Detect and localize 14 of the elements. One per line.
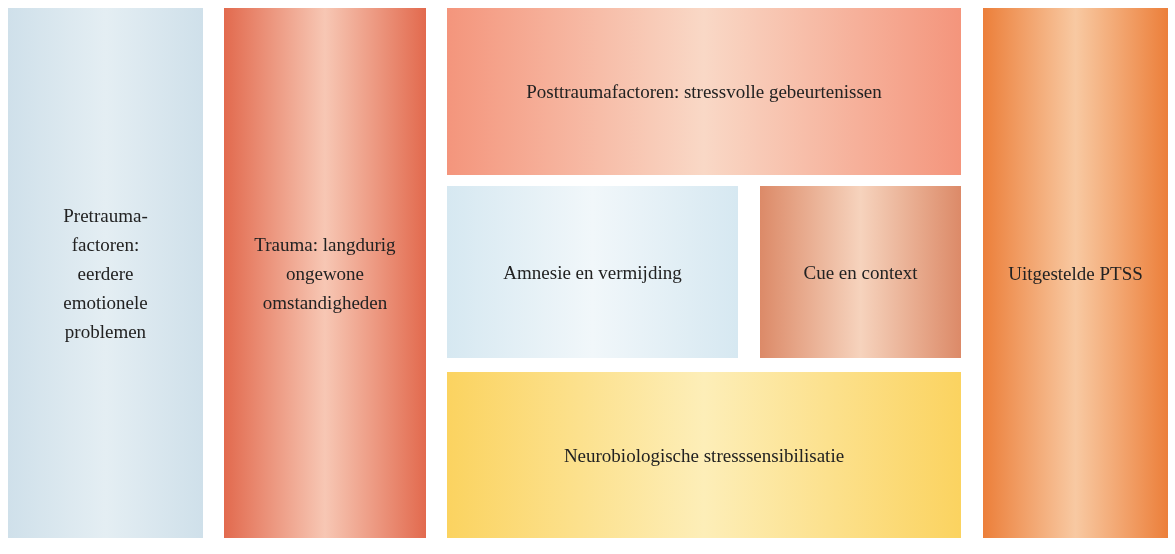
factor-panel (760, 186, 961, 358)
factor-panel (8, 8, 203, 538)
panel-label: Uitgestelde PTSS (1008, 261, 1143, 286)
panel-label: Posttraumafactoren: stressvolle gebeurtenissen (526, 80, 882, 104)
factor-panel (447, 8, 961, 175)
factor-panel (447, 372, 961, 538)
panel-label: Cue en context (803, 260, 918, 285)
panel-label: Trauma: langdurig ongewone omstandigheden (253, 232, 397, 315)
panel-label: Neurobiologische stresssensibilisatie (563, 443, 845, 468)
panel-label: Pretrauma-factoren: eerdere emotionele problemen (62, 203, 149, 344)
panel-label: Amnesie en vermijding (503, 260, 682, 285)
factor-panel (983, 8, 1168, 538)
factor-panel (447, 186, 738, 358)
factor-panel (224, 8, 426, 538)
